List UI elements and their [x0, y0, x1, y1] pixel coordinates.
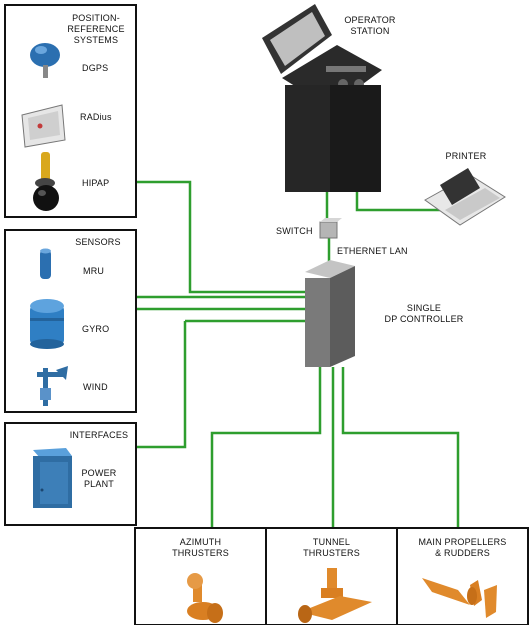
- dp-controller-label: SINGLE DP CONTROLLER: [384, 303, 464, 324]
- line-hipap-controller: [136, 180, 305, 294]
- dp-controller-cabinet-icon: [305, 260, 355, 367]
- position-reference-panel: [4, 4, 137, 218]
- printer-label: PRINTER: [445, 151, 487, 161]
- tunnel-thruster-icon: [298, 568, 372, 623]
- operator-station-label: OPERATOR STATION: [344, 15, 396, 36]
- azimuth-thruster-icon: [187, 573, 223, 623]
- line-azimuth: [210, 367, 322, 528]
- main-propellers-panel: [396, 527, 529, 625]
- sensors-title: SENSORS: [75, 237, 121, 247]
- propeller-rudder-icon: [422, 578, 497, 618]
- dgps-antenna-icon: [30, 43, 60, 78]
- hipap-label: HIPAP: [82, 178, 110, 188]
- power-plant-cabinet-icon: [33, 448, 72, 508]
- radius-label: RADius: [80, 112, 112, 122]
- mru-sensor-icon: [40, 248, 51, 279]
- wind-sensor-icon: [37, 366, 68, 406]
- interfaces-title: INTERFACES: [69, 430, 129, 440]
- interfaces-panel: [4, 422, 137, 526]
- line-main-prop: [341, 367, 460, 528]
- hipap-transducer-icon: [33, 152, 59, 211]
- dgps-label: DGPS: [82, 63, 109, 73]
- radius-sensor-icon: [21, 104, 66, 148]
- network-switch-icon: [319, 218, 342, 239]
- tunnel-thrusters-label: TUNNEL THRUSTERS: [303, 537, 360, 558]
- power-plant-label: POWER PLANT: [81, 468, 117, 489]
- main-propellers-label: MAIN PROPELLERS & RUDDERS: [418, 537, 507, 558]
- mru-label: MRU: [83, 266, 105, 276]
- gyro-compass-icon: [30, 299, 64, 349]
- line-interfaces-controller: [136, 321, 187, 449]
- gyro-label: GYRO: [82, 324, 110, 334]
- operator-console-icon: [262, 4, 382, 192]
- ethernet-lan-label: ETHERNET LAN: [337, 246, 408, 256]
- printer-icon: [424, 168, 506, 226]
- azimuth-thrusters-label: AZIMUTH THRUSTERS: [172, 537, 229, 558]
- sensors-panel: [4, 229, 137, 413]
- line-printer: [355, 185, 440, 212]
- connection-lines: [136, 180, 460, 528]
- position-reference-title: POSITION- REFERENCE SYSTEMS: [67, 13, 125, 45]
- switch-label: SWITCH: [276, 226, 313, 236]
- wind-label: WIND: [83, 382, 108, 392]
